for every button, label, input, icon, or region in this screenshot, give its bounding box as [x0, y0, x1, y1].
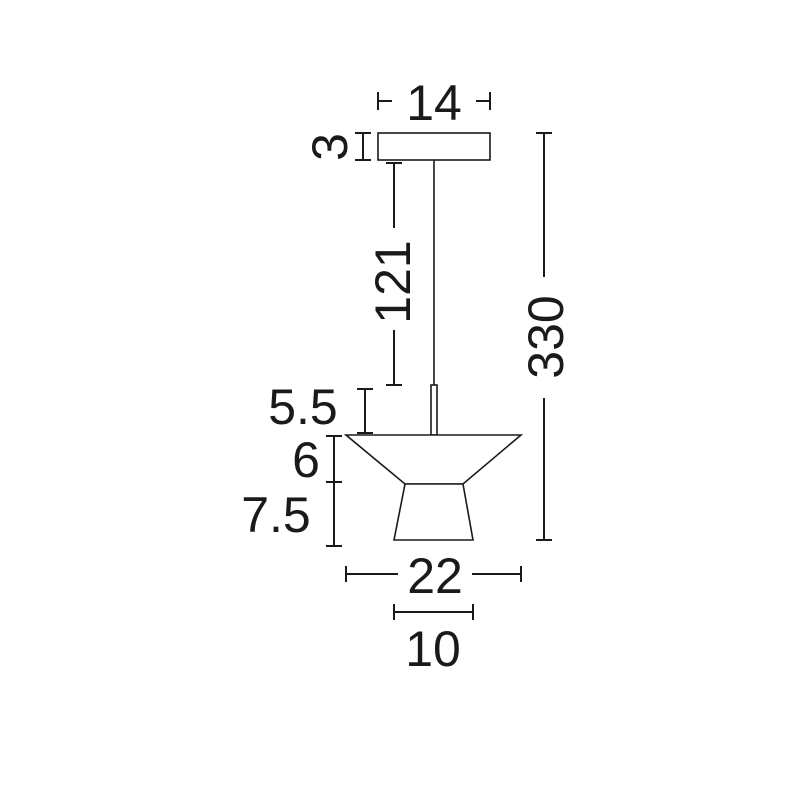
lower-shade-height-label: 7.5 — [241, 487, 311, 543]
lamp-drawing — [343, 132, 524, 541]
ceiling-canopy — [377, 132, 491, 161]
lamp-stem — [430, 384, 438, 436]
dimension-canopy-height: 3 — [302, 132, 371, 161]
dimension-stem-height: 5.5 — [268, 379, 373, 435]
lower-shade — [393, 483, 474, 541]
cable-length-label: 121 — [365, 240, 421, 323]
dimension-canopy-width: 14 — [377, 75, 491, 131]
total-height-label: 330 — [518, 295, 574, 378]
dimension-shade-diameter: 22 — [345, 548, 522, 604]
canopy-height-label: 3 — [302, 133, 358, 161]
upper-shade — [343, 434, 524, 485]
bottom-diameter-label: 10 — [405, 621, 461, 677]
canopy-width-label: 14 — [406, 75, 462, 131]
upper-shade-height-label: 6 — [292, 432, 320, 488]
dimension-bottom-diameter: 10 — [393, 604, 474, 677]
shade-diameter-label: 22 — [407, 548, 463, 604]
dimension-shade-heights: 6 7.5 — [241, 432, 342, 547]
stem-height-label: 5.5 — [268, 379, 338, 435]
dimension-cable-length: 121 — [365, 162, 421, 386]
dimension-total-height: 330 — [518, 132, 574, 541]
